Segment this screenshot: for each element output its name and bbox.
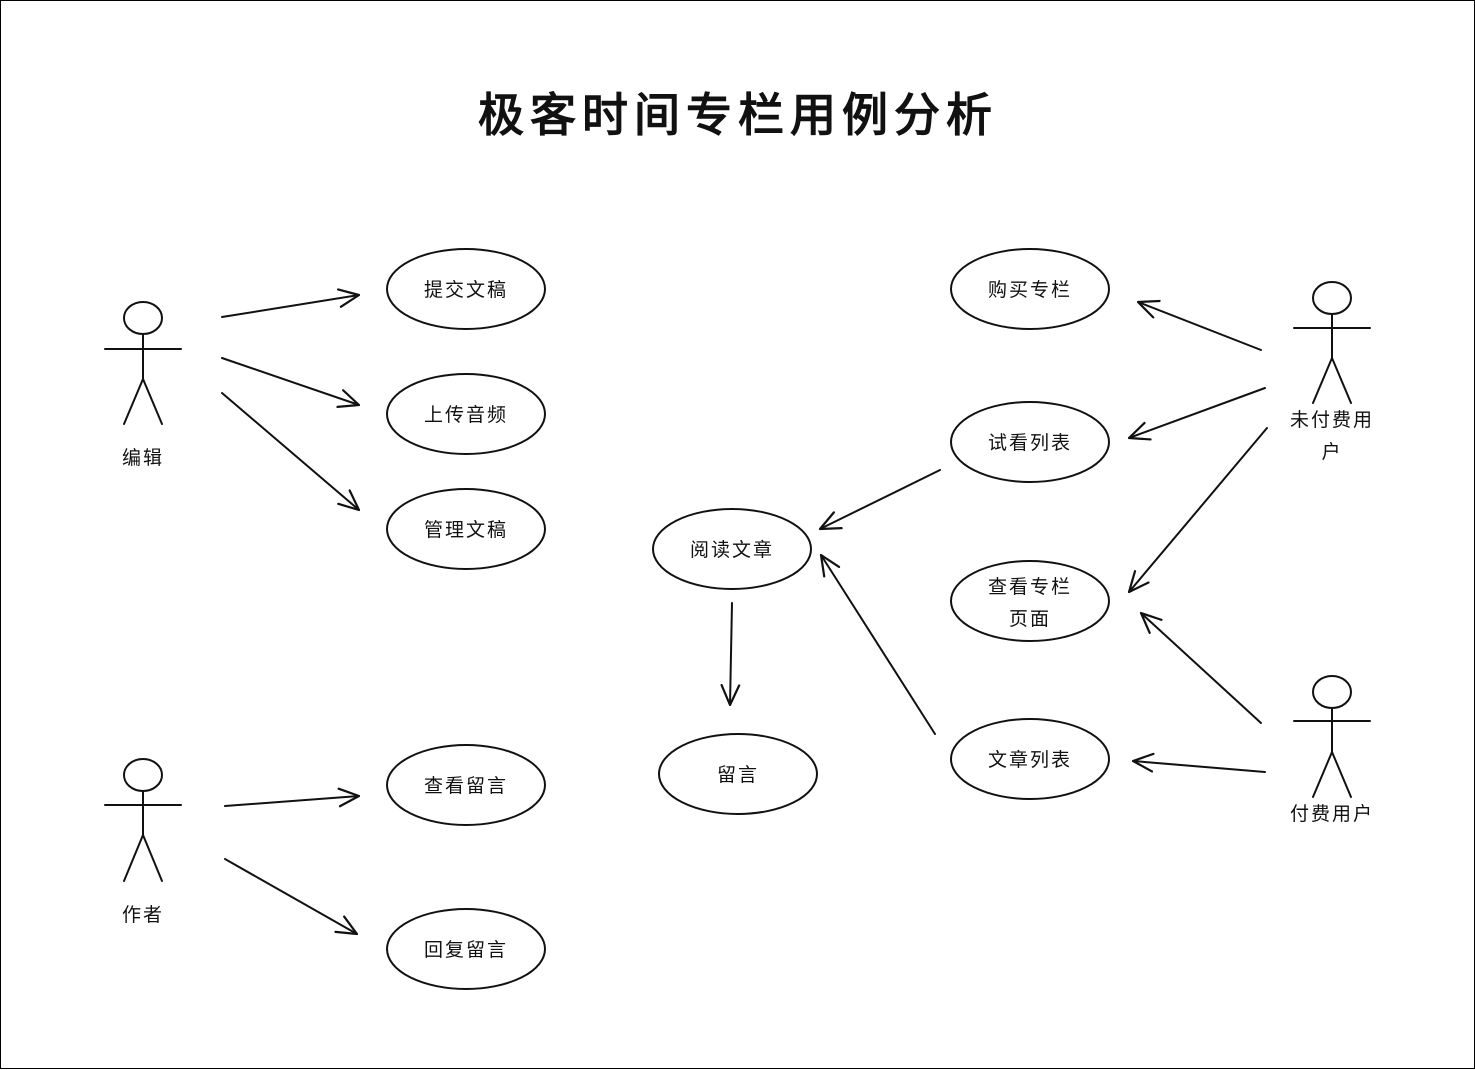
use-case-buy-column: 购买专栏	[950, 248, 1110, 330]
use-case-label: 留言	[717, 764, 759, 786]
arrow-unpaid-column-page	[1127, 427, 1268, 594]
use-case-label: 购买专栏	[988, 279, 1072, 301]
use-case-label: 管理文稿	[424, 519, 508, 541]
use-case-label: 阅读文章	[690, 539, 774, 561]
actor-label: 付费用户	[1290, 803, 1374, 825]
arrow-editor-manage	[221, 392, 361, 512]
stick-figure-icon	[104, 301, 182, 425]
arrows	[221, 288, 1268, 936]
use-case-view-comments: 查看留言	[386, 744, 546, 826]
use-case-label: 查看留言	[424, 775, 508, 797]
arrow-unpaid-buy	[1136, 299, 1262, 351]
use-case-label-line-1: 查看专栏	[988, 576, 1072, 598]
use-case-label: 提交文稿	[424, 279, 508, 301]
use-case-trial-list: 试看列表	[950, 401, 1110, 483]
use-case-comment: 留言	[658, 733, 818, 815]
stick-figure-icon	[1293, 675, 1371, 798]
use-case-submit-draft: 提交文稿	[386, 248, 546, 330]
use-case-manage-draft: 管理文稿	[386, 488, 546, 570]
use-case-label: 试看列表	[988, 432, 1072, 454]
actor-label-line-1: 未付费用	[1290, 409, 1374, 431]
actor-editor: 编辑	[104, 301, 182, 469]
actor-label: 编辑	[122, 447, 164, 469]
actor-unpaid-user: 未付费用 户	[1290, 281, 1374, 463]
actor-author: 作者	[104, 758, 182, 926]
stick-figure-icon	[1293, 281, 1371, 404]
use-case-label: 文章列表	[988, 749, 1072, 771]
use-case-article-list: 文章列表	[950, 718, 1110, 800]
arrow-unpaid-trial	[1127, 387, 1266, 441]
arrow-author-reply	[224, 858, 359, 936]
actor-paid-user: 付费用户	[1290, 675, 1374, 825]
actor-label-line-2: 户	[1321, 441, 1342, 463]
arrow-read-to-comment	[720, 602, 741, 707]
stick-figure-icon	[104, 758, 182, 882]
use-case-label-line-2: 页面	[1009, 608, 1051, 630]
actor-label: 作者	[122, 904, 164, 926]
use-case-label: 回复留言	[424, 939, 508, 961]
arrow-author-view-comments	[224, 787, 361, 808]
use-case-reply-comments: 回复留言	[386, 908, 546, 990]
arrow-editor-upload	[221, 357, 361, 408]
use-case-label: 上传音频	[424, 404, 508, 426]
arrow-articlelist-to-read	[819, 553, 936, 735]
use-case-upload-audio: 上传音频	[386, 373, 546, 455]
arrow-paid-column-page	[1139, 611, 1262, 724]
use-case-view-column-page: 查看专栏 页面	[950, 560, 1110, 642]
arrow-paid-article-list	[1131, 752, 1266, 773]
use-case-read-article: 阅读文章	[652, 508, 812, 590]
arrow-editor-submit	[221, 288, 361, 318]
arrow-trial-to-read	[818, 469, 941, 531]
diagram-title: 极客时间专栏用例分析	[478, 88, 998, 142]
